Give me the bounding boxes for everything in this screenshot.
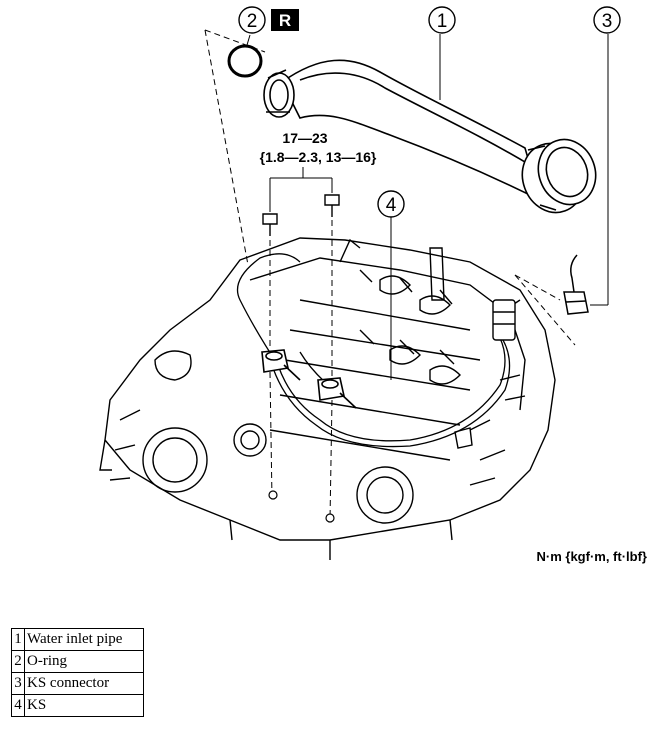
legend-row: 3 KS connector <box>11 672 144 695</box>
svg-text:3: 3 <box>602 11 613 32</box>
legend-number: 1 <box>11 628 25 651</box>
bolt-left <box>262 213 278 236</box>
knock-sensor-right <box>317 377 357 409</box>
legend-number: 4 <box>11 694 25 717</box>
engine-knock-sensor-diagram: 2 1 3 4 R 17—23 {1.8—2.3, 13—16} N·m {kg… <box>99 6 648 564</box>
svg-text:R: R <box>279 11 291 30</box>
legend-number: 2 <box>11 650 25 673</box>
bolt-right <box>324 194 340 217</box>
legend-name: KS <box>24 694 144 717</box>
ks-connector <box>563 254 589 315</box>
callout-2: 2 <box>238 6 266 34</box>
replace-badge: R <box>271 9 299 31</box>
units-note: N·m {kgf·m, ft·lbf} <box>537 549 648 564</box>
harness-connector <box>492 299 516 341</box>
mounting-holes <box>268 490 335 523</box>
callout-leaders <box>246 34 609 380</box>
parts-legend: 1 Water inlet pipe 2 O-ring 3 KS connect… <box>11 628 144 717</box>
legend-row: 4 KS <box>11 694 144 717</box>
callout-4: 4 <box>377 190 405 218</box>
torque-leader <box>269 167 333 212</box>
legend-name: Water inlet pipe <box>24 628 144 651</box>
knock-sensor-left <box>261 349 301 381</box>
callout-1: 1 <box>428 6 456 34</box>
torque-value: 17—23 <box>282 130 327 146</box>
callout-3: 3 <box>593 6 621 34</box>
svg-text:4: 4 <box>386 195 397 216</box>
o-ring <box>227 44 263 78</box>
legend-name: KS connector <box>24 672 144 695</box>
svg-text:1: 1 <box>437 11 448 32</box>
legend-row: 2 O-ring <box>11 650 144 673</box>
svg-text:2: 2 <box>247 11 258 32</box>
water-inlet-pipe <box>263 59 597 214</box>
legend-name: O-ring <box>24 650 144 673</box>
legend-row: 1 Water inlet pipe <box>11 628 144 651</box>
engine-block <box>99 237 556 560</box>
torque-value-alt-units: {1.8—2.3, 13—16} <box>260 149 377 165</box>
legend-number: 3 <box>11 672 25 695</box>
